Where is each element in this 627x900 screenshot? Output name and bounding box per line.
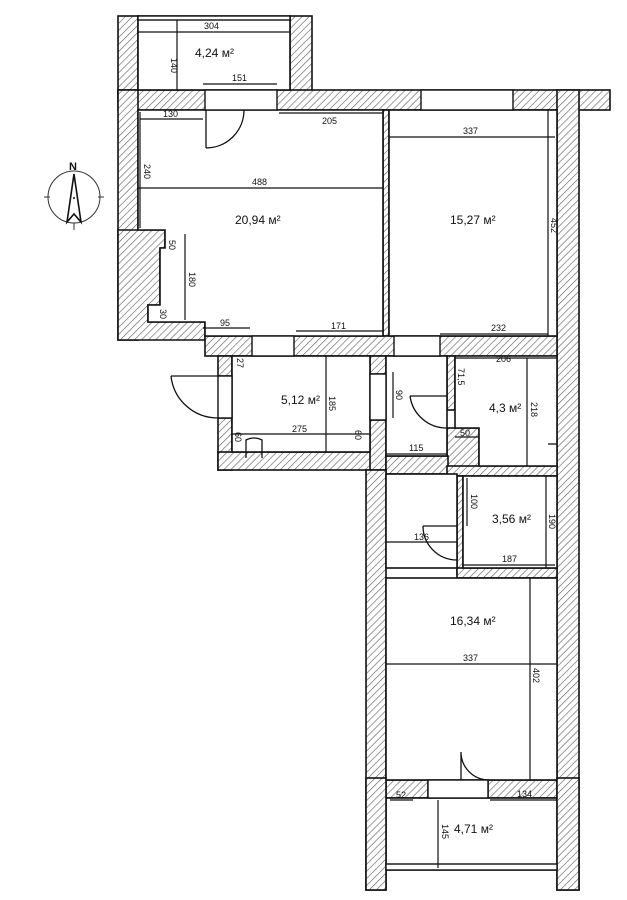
dimension-labels: 304 140 151 130 205 240 488 50 180 30 95… [142,21,559,839]
area-bathroom: 4,3 м² [489,401,521,415]
room-hall-2 [385,473,458,569]
room-corridor [385,355,448,457]
wall-kitchen-right-top [369,355,387,375]
door-living [205,109,245,149]
area-balcony-top: 4,24 м² [195,46,234,60]
dim-240: 240 [142,164,152,179]
dim-205: 205 [322,116,337,126]
wall-corridor-bottom [385,455,449,475]
dim-145: 145 [440,824,450,839]
room-wc [462,475,558,569]
window-balcony-top [137,15,291,21]
dim-115: 115 [409,443,423,453]
doors [170,109,557,781]
wall-bath-left-top [446,355,456,411]
north-label: N [69,161,77,173]
dim-232: 232 [491,323,506,333]
opening-bedroom1-corridor [393,335,441,357]
dim-171: 171 [331,321,346,331]
wall-kitchen-bottom [217,451,387,471]
wall-kitchen-left-top [217,355,233,377]
opening-living-kitchen [251,335,295,357]
area-wc: 3,56 м² [492,512,531,526]
opening-balcony-top [204,89,278,111]
room-balcony-top [137,15,291,91]
entrance-door-opening [217,375,233,419]
dim-337-bedroom1: 337 [463,126,478,136]
dim-337-bedroom2: 337 [463,653,478,663]
dim-134: 134 [517,789,532,799]
wall-wc-bottom [456,567,558,579]
dim-60-left: 60 [233,432,243,442]
dim-275: 275 [292,424,307,434]
dim-30: 30 [158,309,168,319]
room-bathroom [454,355,558,467]
door-kitchen-niche [245,437,263,458]
door-bathroom [409,395,448,429]
area-bedroom-2: 16,34 м² [450,614,496,628]
dim-90: 90 [394,390,404,400]
area-living-room: 20,94 м² [235,213,281,227]
window-balcony-bottom [385,863,558,871]
dim-52: 52 [396,790,406,800]
room-bedroom-2 [385,577,558,781]
wall-balcony-bottom-left [365,777,387,891]
room-living [137,109,384,337]
area-balcony-bottom: 4,71 м² [454,822,493,836]
wall-top [117,89,611,111]
wall-bath-bottom [446,465,558,477]
dim-206: 206 [496,354,511,364]
dim-190: 190 [547,514,557,529]
wall-balcony-right [289,15,313,99]
wall-right [556,89,580,891]
dim-151: 151 [232,73,247,83]
rooms [137,15,558,871]
dim-187: 187 [502,554,517,564]
windows [137,15,558,871]
area-labels: 4,24 м² 20,94 м² 15,27 м² 5,12 м² 4,3 м²… [195,46,531,836]
door-wc [422,525,458,561]
dim-180: 180 [187,272,197,287]
wall-kitchen-right-bottom [369,419,387,471]
wall-bedroom2-bottom-left [385,779,429,799]
area-bedroom-1: 15,27 м² [450,213,496,227]
dim-402: 402 [531,668,541,683]
dim-100: 100 [469,494,479,509]
dim-304: 304 [204,21,219,31]
door-bedroom-2 [460,751,489,781]
dim-136: 136 [414,532,429,542]
door-entrance [170,375,219,419]
dim-130: 130 [163,109,178,119]
dim-50-bath: 50 [460,428,470,438]
area-kitchen: 5,12 м² [281,393,320,407]
walls-overlay [365,777,580,891]
wall-balcony-left [117,15,139,99]
wall-living-bedroom [382,109,390,337]
dim-185: 185 [327,396,337,411]
dim-218: 218 [529,402,539,417]
opening-kitchen-corridor [369,373,387,421]
dim-71-5: 71,5 [456,368,466,386]
dim-140: 140 [169,58,179,73]
dim-488: 488 [252,177,267,187]
opening-balcony-bottom [427,779,489,799]
dim-95: 95 [220,318,230,328]
window-bedroom-1 [420,89,514,111]
dim-50-living: 50 [167,240,177,250]
dimension-lines [138,20,557,868]
wall-balcony-bottom-right [556,777,580,891]
wall-wc-left [456,475,464,575]
room-kitchen [231,355,371,453]
dim-60-right: 60 [353,430,363,440]
dim-27: 27 [235,358,245,368]
north-compass-icon: N [44,161,104,230]
dim-452: 452 [549,218,559,233]
room-balcony-bottom [385,797,558,871]
